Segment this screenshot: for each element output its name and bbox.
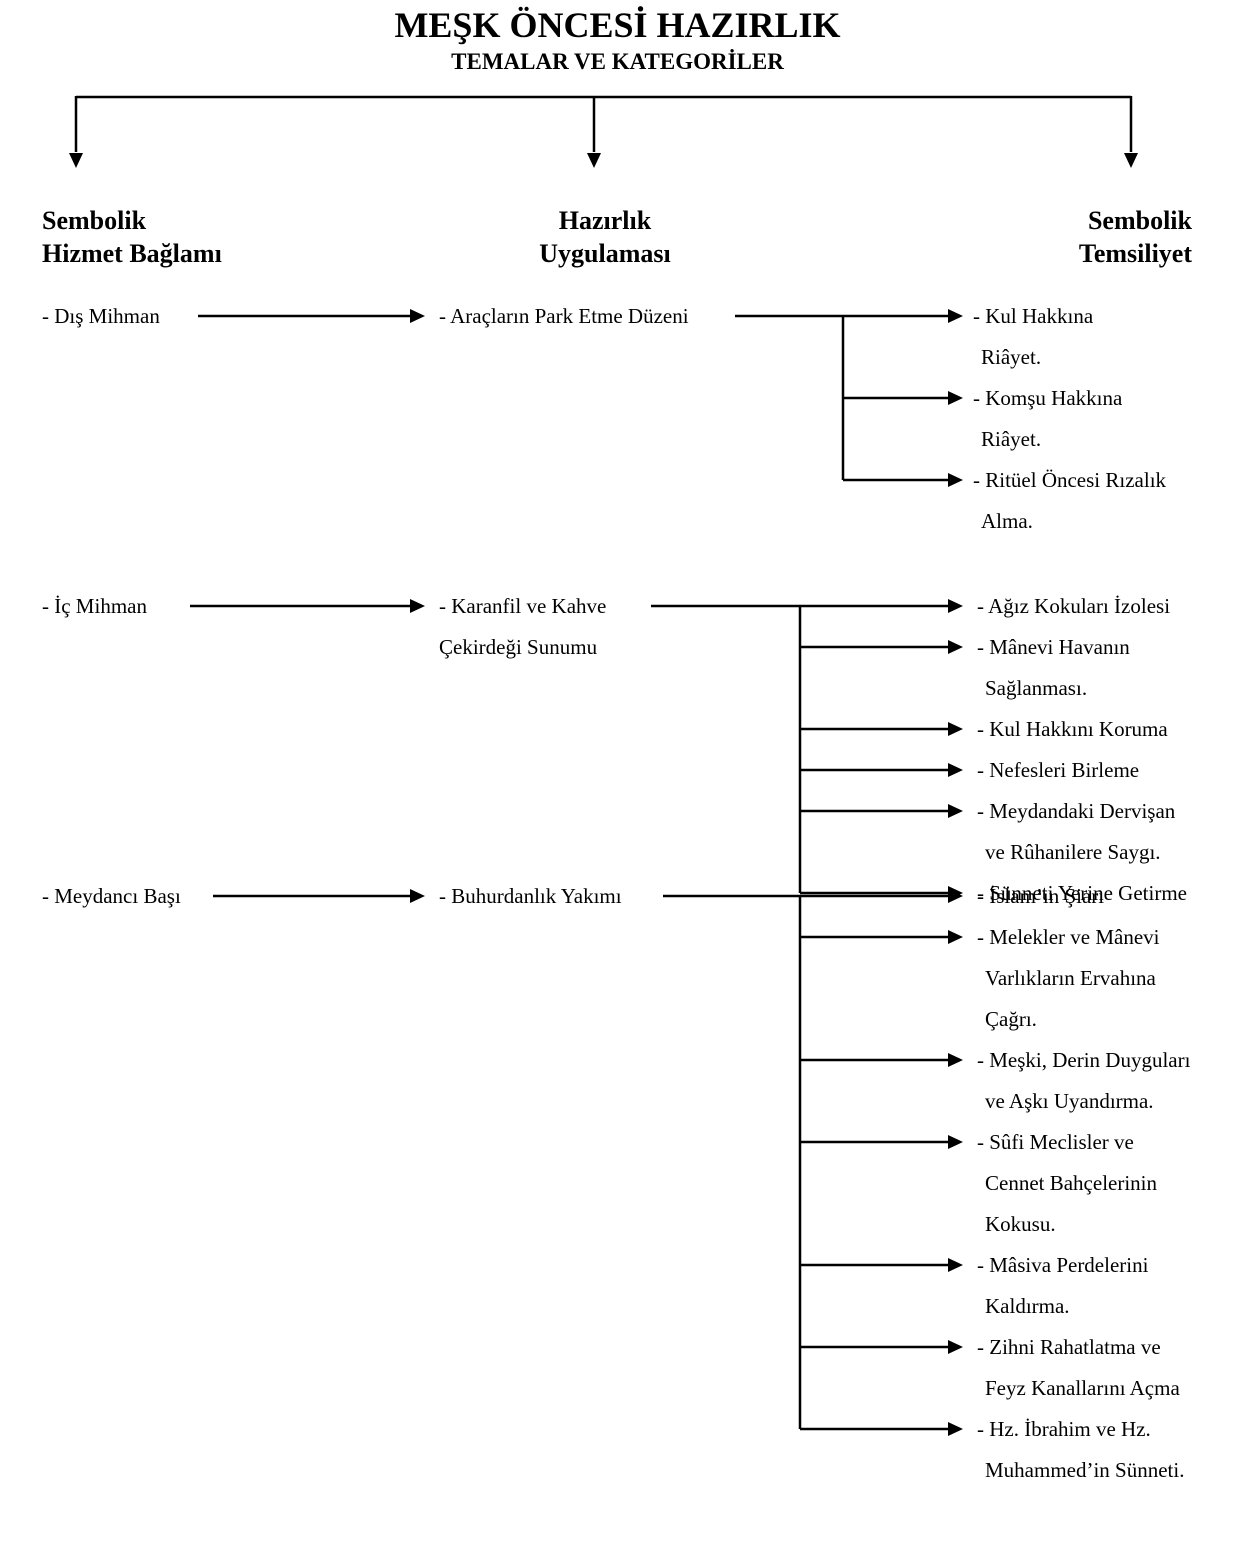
right-arrow (948, 1258, 963, 1272)
column-header-context: Sembolik Hizmet Bağlamı (42, 204, 222, 270)
representation-label: - Hz. İbrahim ve Hz. (977, 1416, 1151, 1441)
representation-label: Kaldırma. (985, 1293, 1070, 1318)
representation-label: ve Rûhanilere Saygı. (985, 839, 1161, 864)
down-arrow-practice (587, 153, 601, 168)
representation-label: Varlıkların Ervahına (985, 965, 1156, 990)
right-arrow (948, 889, 963, 903)
representation-label: Feyz Kanallarını Açma (985, 1375, 1180, 1400)
right-arrow (948, 804, 963, 818)
column-header-representation: Sembolik Temsiliyet (1000, 204, 1192, 270)
diagram-subtitle: TEMALAR VE KATEGORİLER (451, 49, 784, 74)
representation-label: - Melekler ve Mânevi (977, 924, 1160, 949)
right-arrow (410, 309, 425, 323)
representation-label: - Meydandaki Dervişan (977, 798, 1176, 823)
representation-label: - Meşki, Derin Duyguları (977, 1047, 1191, 1072)
representation-label: Muhammed’in Sünneti. (985, 1457, 1185, 1482)
down-arrow-context (69, 153, 83, 168)
right-arrow (948, 640, 963, 654)
practice-label: - Araçların Park Etme Düzeni (439, 303, 689, 328)
representation-label: ve Aşkı Uyandırma. (985, 1088, 1154, 1113)
representation-label: - Komşu Hakkına (973, 385, 1123, 410)
practice-label: - Karanfil ve Kahve (439, 593, 607, 618)
right-arrow (410, 599, 425, 613)
right-arrow (948, 473, 963, 487)
right-arrow (948, 763, 963, 777)
practice-label: Çekirdeği Sunumu (439, 634, 598, 659)
representation-label: - Zihni Rahatlatma ve (977, 1334, 1161, 1359)
right-arrow (410, 889, 425, 903)
column-header-line: Sembolik (1087, 206, 1192, 235)
representation-label: - Mânevi Havanın (977, 634, 1130, 659)
representation-label: Kokusu. (985, 1211, 1056, 1236)
right-arrow (948, 1340, 963, 1354)
right-arrow (948, 599, 963, 613)
right-arrow (948, 1053, 963, 1067)
diagram-title: MEŞK ÖNCESİ HAZIRLIK (394, 5, 841, 45)
right-arrow (948, 391, 963, 405)
context-label: - Dış Mihman (42, 303, 160, 328)
representation-label: - Kul Hakkına (973, 303, 1094, 328)
column-header-line: Hizmet Bağlamı (42, 239, 222, 268)
practice-label: - Buhurdanlık Yakımı (439, 883, 622, 908)
representation-label: - Mâsiva Perdelerini (977, 1252, 1149, 1277)
representation-label: Çağrı. (985, 1006, 1037, 1031)
right-arrow (948, 309, 963, 323)
representation-label: Alma. (981, 508, 1033, 533)
right-arrow (948, 930, 963, 944)
context-label: - İç Mihman (42, 593, 147, 618)
column-header-line: Sembolik (42, 206, 147, 235)
representation-label: Cennet Bahçelerinin (985, 1170, 1158, 1195)
representation-label: Sağlanması. (985, 675, 1088, 700)
representation-label: - Kul Hakkını Koruma (977, 716, 1168, 741)
context-label: - Meydancı Başı (42, 883, 181, 908)
representation-label: Riâyet. (981, 344, 1042, 369)
representation-label: - Nefesleri Birleme (977, 757, 1140, 782)
representation-label: - Ritüel Öncesi Rızalık (973, 467, 1167, 492)
column-header-line: Uygulaması (539, 239, 671, 268)
right-arrow (948, 1135, 963, 1149)
right-arrow (948, 722, 963, 736)
representation-label: - Sûfi Meclisler ve (977, 1129, 1134, 1154)
down-arrow-representation (1124, 153, 1138, 168)
representation-label: - Ağız Kokuları İzolesi (977, 593, 1171, 618)
representation-label: - Sünneti Yerine Getirme (977, 880, 1187, 905)
column-header-practice: Hazırlık Uygulaması (480, 204, 730, 270)
column-header-line: Hazırlık (558, 206, 652, 235)
column-header-line: Temsiliyet (1078, 239, 1192, 268)
right-arrow (948, 1422, 963, 1436)
representation-label: Riâyet. (981, 426, 1042, 451)
representation-label: - İslam’ın Şiarı (977, 883, 1105, 908)
